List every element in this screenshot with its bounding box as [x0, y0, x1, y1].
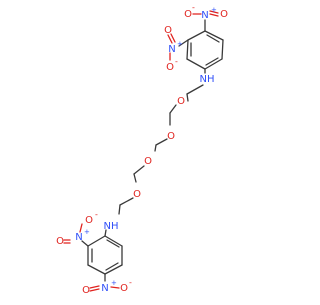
- bond: [89, 288, 100, 292]
- charge-label: -: [175, 57, 178, 66]
- peg-chain: O O O O: [118, 84, 204, 215]
- charge-label: -: [95, 210, 98, 219]
- bond: [79, 223, 83, 233]
- bond: [186, 39, 189, 60]
- oxygen-label: O: [82, 285, 90, 296]
- bond: [221, 39, 224, 60]
- bottom-amine: NH: [104, 221, 119, 237]
- oxygen-label: O: [164, 25, 172, 36]
- bond: [167, 34, 173, 44]
- bond: [104, 264, 123, 275]
- nitrogen-label: N: [75, 232, 82, 243]
- top-amine: NH: [200, 68, 215, 85]
- oxygen-label: O: [220, 9, 228, 20]
- charge-label: +: [177, 40, 183, 48]
- bond: [204, 30, 224, 41]
- bond: [133, 165, 145, 175]
- bond: [118, 204, 121, 215]
- bottom-benzene-ring: [87, 235, 123, 275]
- molecule-diagram: N + O - O N + O O - NH O O O O: [56, 3, 228, 296]
- oxygen-label: O: [184, 9, 192, 20]
- bottom-para-nitro-group: N + O O -: [82, 273, 132, 296]
- bond: [104, 235, 123, 247]
- bottom-ortho-nitro-group: N + O - O: [56, 210, 98, 247]
- charge-label: -: [129, 278, 132, 287]
- oxygen-label: O: [120, 283, 128, 294]
- ether-oxygen-label: O: [133, 189, 141, 200]
- bond: [155, 138, 168, 146]
- bond: [178, 39, 189, 47]
- charge-label: +: [84, 228, 90, 236]
- bond: [186, 58, 206, 70]
- top-para-nitro-group: N + O - O: [184, 3, 228, 32]
- bond: [81, 240, 89, 247]
- ether-oxygen-label: O: [144, 156, 152, 167]
- bond: [169, 104, 177, 114]
- bond: [170, 33, 176, 43]
- charge-label: +: [211, 6, 217, 14]
- bond: [119, 197, 134, 206]
- structure-svg: N + O - O N + O O - NH O O O O: [56, 3, 228, 296]
- bond: [87, 235, 106, 247]
- bond: [209, 10, 219, 14]
- nitrogen-label: N: [201, 10, 208, 21]
- oxygen-label: O: [56, 236, 64, 247]
- bond: [186, 93, 189, 102]
- charge-label: +: [111, 279, 117, 287]
- top-benzene-ring: [186, 30, 224, 70]
- bond: [105, 262, 119, 271]
- ether-oxygen-label: O: [167, 131, 175, 142]
- bond: [87, 264, 106, 275]
- top-ortho-nitro-group: N + O O -: [164, 25, 189, 73]
- nitrogen-label: N: [101, 283, 108, 294]
- charge-label: -: [192, 3, 195, 12]
- bond: [89, 285, 100, 289]
- bond: [106, 239, 120, 248]
- bond: [154, 144, 157, 152]
- nh-label: NH: [104, 221, 119, 232]
- nh-label: NH: [200, 74, 215, 85]
- bond: [205, 57, 219, 66]
- bond: [204, 58, 223, 70]
- oxygen-label: O: [166, 62, 174, 73]
- ether-oxygen-label: O: [177, 96, 185, 107]
- nitrogen-label: N: [168, 44, 175, 55]
- bond: [209, 13, 219, 17]
- bond: [133, 173, 137, 183]
- bond: [206, 34, 220, 43]
- oxygen-label: O: [85, 215, 93, 226]
- bond: [110, 286, 120, 289]
- bond: [187, 30, 206, 41]
- bond: [104, 229, 107, 237]
- bond: [186, 84, 204, 95]
